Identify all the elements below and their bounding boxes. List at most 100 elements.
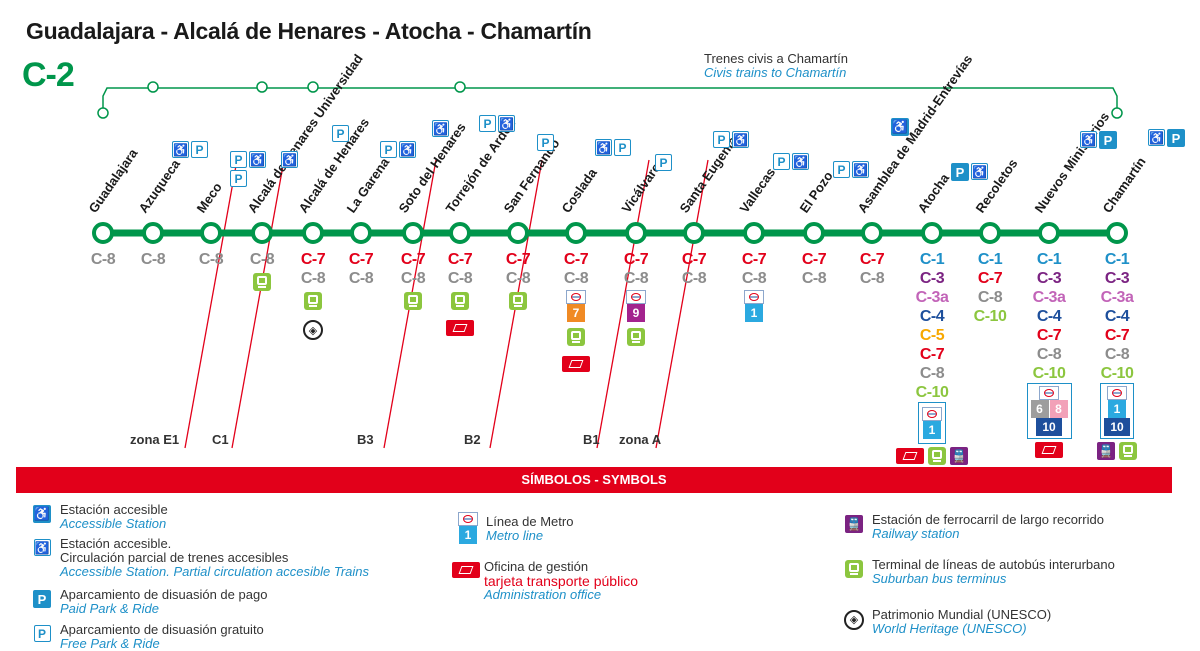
line-badge: C-1 xyxy=(1036,251,1062,268)
legend-unesco: ◈ Patrimonio Mundial (UNESCO)World Herit… xyxy=(836,608,1051,636)
line-badge: C-3a xyxy=(1100,289,1134,306)
railway-station-icon: 🚆 xyxy=(1097,442,1115,460)
admin-office-icon xyxy=(452,562,480,578)
park-paid-icon: P xyxy=(1167,129,1185,147)
station-services: P xyxy=(536,133,580,152)
line-badge: C-8 xyxy=(977,289,1003,306)
line-badge: C-1 xyxy=(919,251,945,268)
park-free-icon: P xyxy=(191,141,208,158)
station-dot xyxy=(302,222,324,244)
legend-accp-es2: Circulación parcial de trenes accesibles xyxy=(60,550,289,565)
station-services: P xyxy=(654,153,698,172)
accessible-partial-icon: ♿ xyxy=(732,131,749,148)
station-dot xyxy=(200,222,222,244)
legend-bus-en: Suburban bus terminus xyxy=(872,571,1007,586)
park-free-icon: P xyxy=(655,154,672,171)
station-dot xyxy=(803,222,825,244)
line-badge: C-3 xyxy=(1036,270,1062,287)
admin-office-icon xyxy=(896,448,924,464)
park-paid-icon: P xyxy=(33,590,51,608)
legend-bus: Terminal de líneas de autobús interurban… xyxy=(836,558,1115,586)
bus-terminus-icon xyxy=(1119,442,1137,460)
station-dot xyxy=(142,222,164,244)
line-badge: C-7 xyxy=(447,251,473,268)
accessible-partial-icon: ♿ xyxy=(498,115,515,132)
station-dot xyxy=(861,222,883,244)
station-dot xyxy=(979,222,1001,244)
station-lines: C-8 xyxy=(128,250,178,269)
zone-label: zona A xyxy=(619,432,662,447)
legend-metro-en: Metro line xyxy=(486,528,544,543)
line-badge: C-7 xyxy=(859,251,885,268)
line-badge: C-8 xyxy=(447,270,473,287)
station-dot xyxy=(449,222,471,244)
legend-pp-es: Aparcamiento de disuasión de pago xyxy=(60,587,268,602)
bus-terminus-icon xyxy=(845,560,863,578)
park-free-icon: P xyxy=(614,139,631,156)
station-dot xyxy=(625,222,647,244)
accessible-partial-icon: ♿ xyxy=(172,141,189,158)
legend-pf-es: Aparcamiento de disuasión gratuito xyxy=(60,622,264,637)
accessible-partial-icon: ♿ xyxy=(33,539,51,556)
accessible-icon: ♿ xyxy=(891,118,909,136)
metro-line-icon: 1 xyxy=(458,512,478,544)
zone-label: zona E1 xyxy=(130,432,180,447)
line-badge: C-8 xyxy=(198,251,224,268)
park-free-icon: P xyxy=(33,625,51,642)
park-free-icon: P xyxy=(230,170,247,187)
accessible-partial-icon: ♿ xyxy=(595,139,612,156)
civis-note-es: Trenes civis a Chamartín xyxy=(704,51,849,66)
legend-office-en: Administration office xyxy=(484,587,602,602)
station-services: ♿P xyxy=(171,140,215,159)
line-badge: C-8 xyxy=(1036,346,1062,363)
zone-label: C1 xyxy=(212,432,229,447)
station-dot xyxy=(683,222,705,244)
line-badge: C-3a xyxy=(915,289,949,306)
station-icons: 🚆 xyxy=(1096,441,1138,461)
legend-accessible-es: Estación accesible xyxy=(60,502,168,517)
station-services: P xyxy=(331,124,375,143)
line-badge: C-8 xyxy=(1104,346,1130,363)
symbols-header: SÍMBOLOS - SYMBOLS xyxy=(16,467,1172,493)
civis-note: Trenes civis a Chamartín Civis trains to… xyxy=(704,52,848,80)
station-services: ♿ xyxy=(280,150,324,169)
station-lines: C-8 xyxy=(237,250,287,297)
line-badge: C-10 xyxy=(915,384,949,401)
station-dot xyxy=(92,222,114,244)
legend-acc-partial: ♿ Estación accesible.Circulación parcial… xyxy=(24,537,369,579)
station-dot xyxy=(350,222,372,244)
metro-line-number: 1 xyxy=(459,526,477,544)
line-badge: C-8 xyxy=(859,270,885,287)
legend-rail-en: Railway station xyxy=(872,526,960,541)
station-lines: C-8 xyxy=(186,250,236,269)
line-badge: C-7 xyxy=(623,251,649,268)
station-services: ♿P xyxy=(1147,128,1191,148)
line-badge: C-7 xyxy=(681,251,707,268)
civis-node xyxy=(1111,107,1123,119)
line-badge: C-8 xyxy=(741,270,767,287)
line-badge: C-8 xyxy=(400,270,426,287)
metro-logo-icon xyxy=(1107,386,1127,400)
line-badge: C-1 xyxy=(1104,251,1130,268)
legend-office-red: tarjeta transporte público xyxy=(484,573,639,589)
line-badge: C-7 xyxy=(400,251,426,268)
station-icons xyxy=(1034,441,1064,459)
civis-node xyxy=(147,81,159,93)
park-free-icon: P xyxy=(479,115,496,132)
station-services: P♿ xyxy=(772,152,816,171)
legend-unesco-es: Patrimonio Mundial (UNESCO) xyxy=(872,607,1052,622)
